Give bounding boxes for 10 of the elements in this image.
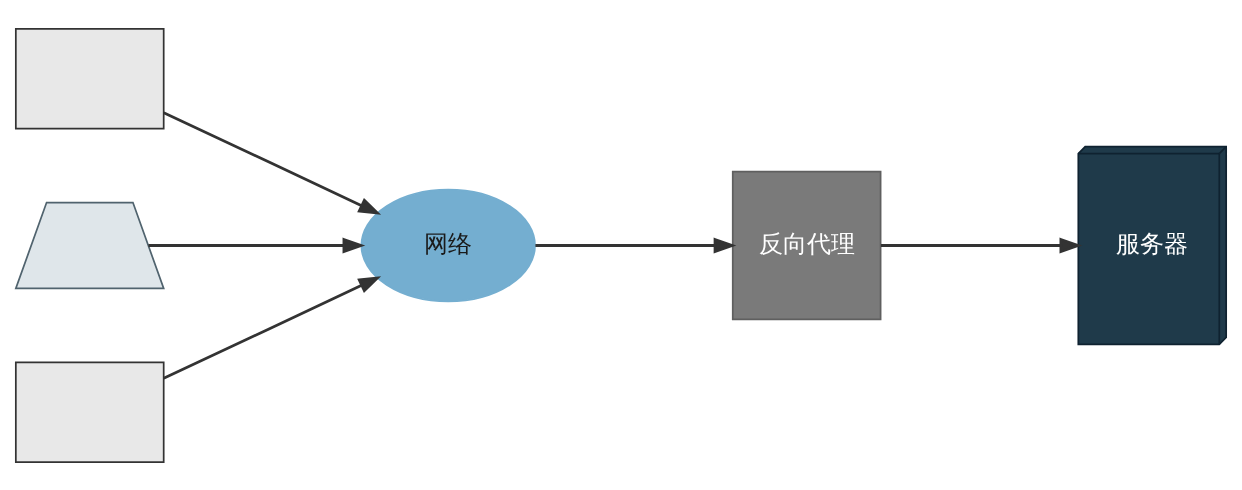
node-laptop [14, 201, 165, 289]
node-computer [14, 361, 165, 463]
node-box: 反向代理 [731, 170, 882, 320]
arrow [880, 237, 1083, 253]
arrow [163, 110, 382, 215]
node-ellipse: 网络 [360, 188, 536, 302]
arrow [148, 237, 366, 253]
node-computer [14, 27, 165, 129]
arrow [535, 237, 737, 253]
arrow [163, 275, 382, 380]
